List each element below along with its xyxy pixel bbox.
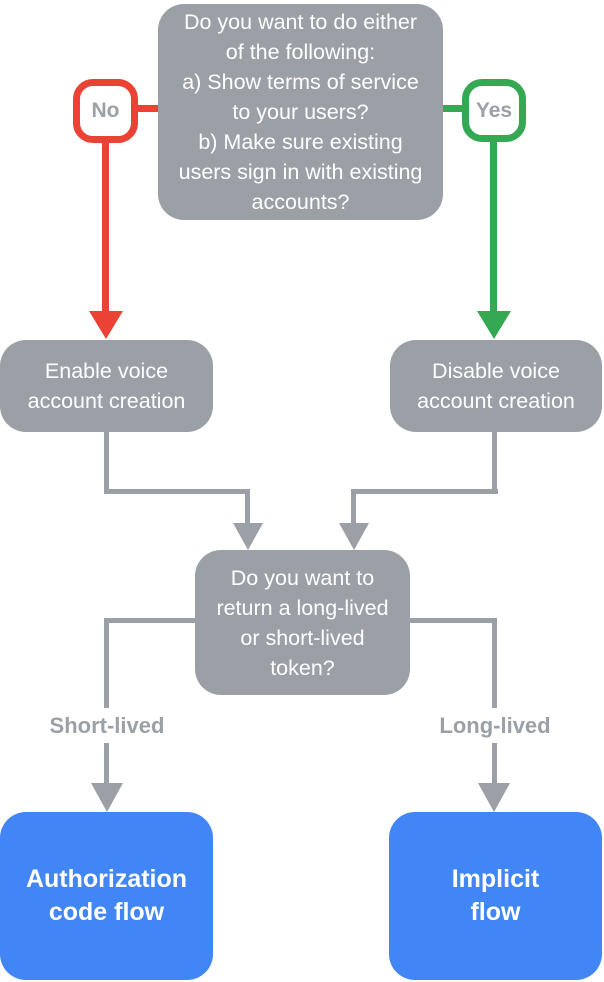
yes-badge: Yes [462, 79, 526, 142]
no-branch-vertical-line [102, 140, 109, 312]
yes-branch-horizontal-line [441, 105, 464, 112]
arrow-down-merge-right-icon [339, 523, 369, 550]
long-branch-horizontal-line [410, 618, 494, 623]
short-lived-label: Short-lived [22, 708, 192, 743]
disable-voice-account-creation-node: Disable voice account creation [390, 340, 602, 432]
arrow-down-long-lived-icon [478, 783, 510, 812]
long-branch-vertical-line [492, 618, 497, 783]
merge-right-horizontal-line [352, 489, 498, 494]
arrow-down-green-icon [477, 311, 511, 339]
no-badge: No [73, 79, 138, 143]
arrow-down-red-icon [89, 311, 123, 339]
short-branch-horizontal-line [107, 618, 195, 623]
enable-voice-account-creation-node: Enable voice account creation [0, 340, 213, 432]
disable-node-down-line [492, 430, 497, 493]
merge-right-drop-line [351, 489, 356, 524]
enable-node-down-line [104, 430, 109, 493]
yes-branch-vertical-line [490, 139, 497, 312]
authorization-code-flow-node: Authorization code flow [0, 812, 213, 980]
question-terms-of-service-node: Do you want to do either of the followin… [158, 4, 443, 220]
arrow-down-merge-left-icon [233, 523, 263, 550]
short-branch-vertical-line [104, 618, 109, 783]
no-branch-horizontal-line [136, 105, 160, 112]
arrow-down-short-lived-icon [91, 783, 123, 812]
merge-left-horizontal-line [104, 489, 250, 494]
implicit-flow-node: Implicit flow [389, 812, 602, 980]
question-token-lifetime-node: Do you want to return a long-lived or sh… [195, 550, 410, 695]
merge-left-drop-line [245, 489, 250, 524]
long-lived-label: Long-lived [410, 708, 580, 743]
